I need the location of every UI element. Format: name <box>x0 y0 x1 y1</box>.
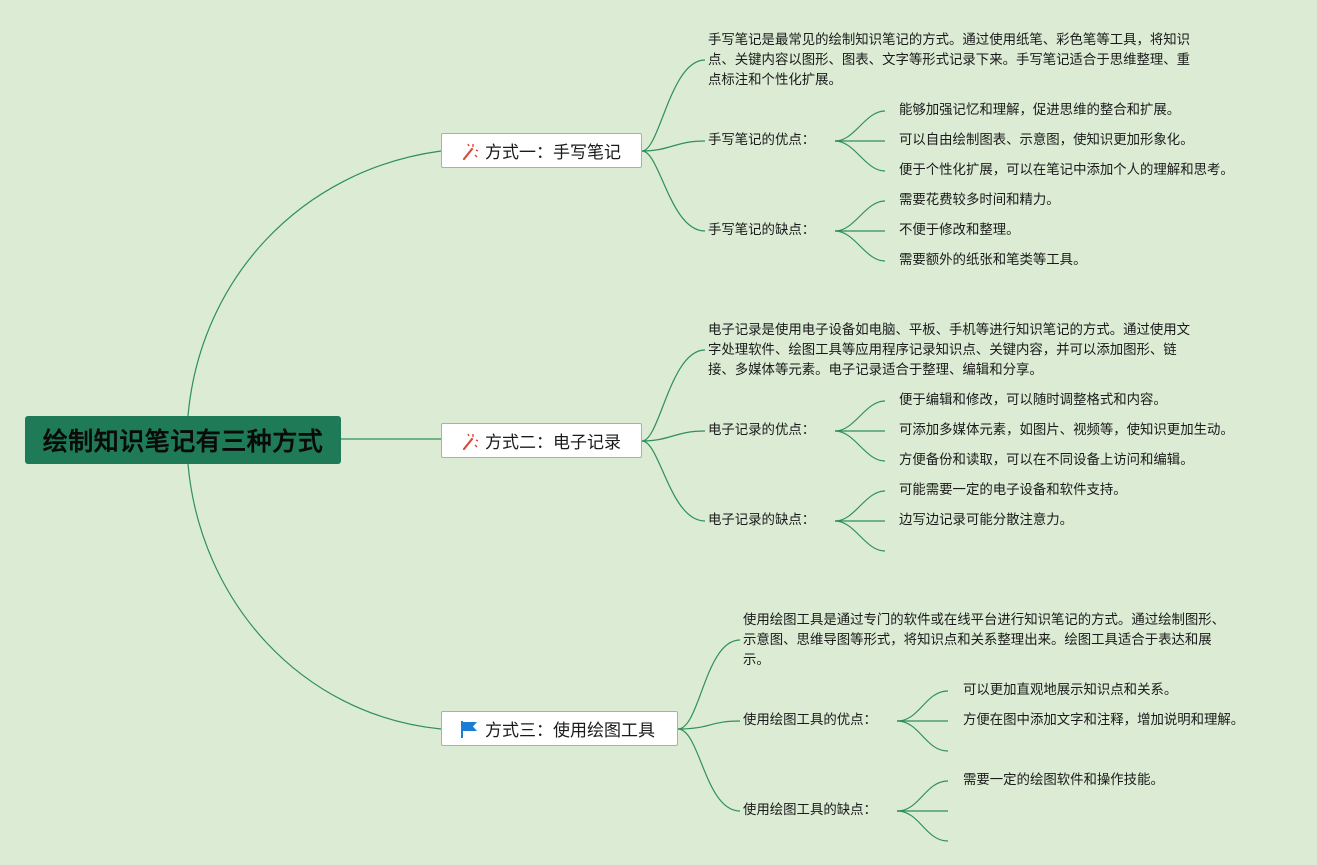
branch-method-1[interactable]: 方式一：手写笔记 <box>441 133 642 168</box>
pro-item: 方便在图中添加文字和注释，增加说明和理解。 <box>963 713 1245 728</box>
pro-item: 可添加多媒体元素，如图片、视频等，使知识更加生动。 <box>899 423 1234 438</box>
pro-item: 方便备份和读取，可以在不同设备上访问和编辑。 <box>899 453 1194 468</box>
root-topic[interactable]: 绘制知识笔记有三种方式 <box>25 416 341 464</box>
pros-label: 手写笔记的优点： <box>708 133 816 148</box>
pro-item: 便于编辑和修改，可以随时调整格式和内容。 <box>899 393 1167 408</box>
cons-label: 使用绘图工具的缺点： <box>743 803 877 818</box>
cons-label: 手写笔记的缺点： <box>708 223 816 238</box>
con-item: 需要花费较多时间和精力。 <box>899 193 1060 208</box>
pros-label: 使用绘图工具的优点： <box>743 713 877 728</box>
description-text: 手写笔记是最常见的绘制知识笔记的方式。通过使用纸笔、彩色笔等工具，将知识点、关键… <box>708 33 1191 88</box>
branch-label: 方式二：电子记录 <box>485 433 621 453</box>
magic-wand-icon <box>459 431 479 451</box>
con-item: 需要一定的绘图软件和操作技能。 <box>963 773 1164 788</box>
con-item: 不便于修改和整理。 <box>899 223 1020 238</box>
con-item: 需要额外的纸张和笔类等工具。 <box>899 253 1087 268</box>
cons-label: 电子记录的缺点： <box>708 513 816 528</box>
pro-item: 便于个性化扩展，可以在笔记中添加个人的理解和思考。 <box>899 163 1234 178</box>
pros-label: 电子记录的优点： <box>708 423 816 438</box>
con-item: 可能需要一定的电子设备和软件支持。 <box>899 483 1127 498</box>
pro-item: 能够加强记忆和理解，促进思维的整合和扩展。 <box>899 103 1181 118</box>
description-text: 电子记录是使用电子设备如电脑、平板、手机等进行知识笔记的方式。通过使用文字处理软… <box>708 323 1191 378</box>
description-text: 使用绘图工具是通过专门的软件或在线平台进行知识笔记的方式。通过绘制图形、示意图、… <box>743 613 1226 668</box>
magic-wand-icon <box>459 141 479 161</box>
branch-method-3[interactable]: 方式三：使用绘图工具 <box>441 711 678 746</box>
pro-item: 可以自由绘制图表、示意图，使知识更加形象化。 <box>899 133 1194 148</box>
branch-label: 方式一：手写笔记 <box>485 143 621 163</box>
branch-label: 方式三：使用绘图工具 <box>485 721 655 741</box>
pro-item: 可以更加直观地展示知识点和关系。 <box>963 683 1178 698</box>
con-item: 边写边记录可能分散注意力。 <box>899 513 1074 528</box>
branch-method-2[interactable]: 方式二：电子记录 <box>441 423 642 458</box>
blue-flag-icon <box>459 719 479 739</box>
